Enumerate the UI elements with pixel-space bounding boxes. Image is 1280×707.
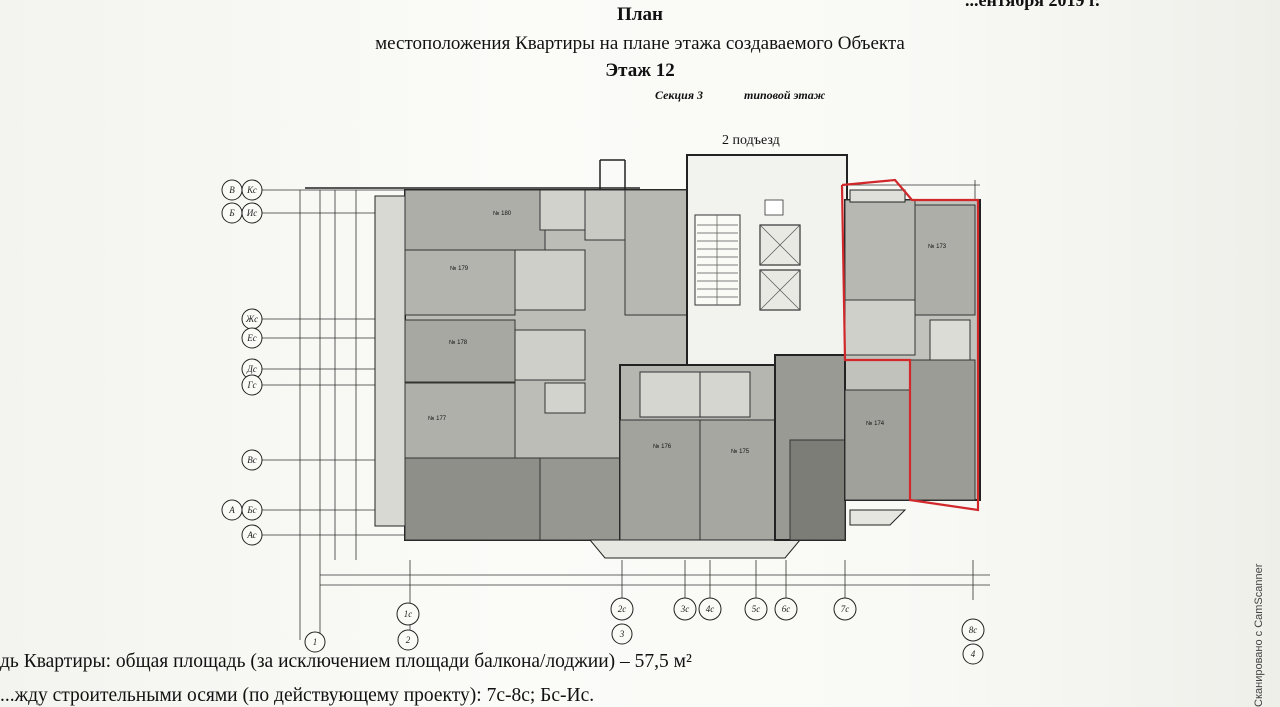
scanner-watermark: Сканировано с CamScanner (1253, 563, 1265, 707)
axis-grid (242, 180, 990, 640)
axis-label: 4с (706, 604, 715, 614)
axis-label: 3 (619, 629, 625, 639)
document-title: План (617, 4, 663, 25)
axis-label: 7с (841, 604, 850, 614)
apartment-number: № 178 (449, 339, 468, 346)
axis-label: Кс (246, 185, 257, 195)
apartment-number: № 173 (928, 243, 947, 250)
axis-label: 4 (971, 649, 976, 659)
axis-label: 1с (404, 609, 413, 619)
apartment-number: № 174 (866, 420, 885, 427)
axis-label: Б (228, 208, 235, 218)
axis-label: Ас (246, 530, 256, 540)
apartment-labels: № 180 № 179 № 178 № 177 № 176 № 175 № 17… (428, 210, 947, 455)
left-axis-markers: В Б А Кс Ис Жс Ес Дс Гс Вс Бс Ас (221, 179, 263, 546)
outer-walls (305, 159, 640, 190)
floor-type-label: типовой этаж (744, 88, 826, 102)
apartment-axes-text: ...жду строительными осями (по действующ… (0, 685, 595, 706)
axis-label: 2 (406, 635, 411, 645)
axis-label: 8с (969, 625, 978, 635)
axis-label: 2с (618, 604, 627, 614)
bottom-axis-markers: 1с 2с 3с 4с 5с 6с 7с 8с 1 2 3 4 (304, 597, 985, 665)
building-center (588, 364, 802, 559)
apartment-number: № 176 (653, 443, 672, 450)
axis-label: 1 (313, 637, 318, 647)
apartment-number: № 180 (493, 210, 512, 217)
axis-label: Дс (246, 364, 257, 374)
section-label: Секция 3 (655, 88, 704, 102)
axis-label: Ес (246, 333, 257, 343)
axis-label: 3с (680, 604, 690, 614)
stair-core (686, 154, 848, 366)
axis-label: Вс (247, 455, 257, 465)
axis-label: 6с (782, 604, 791, 614)
selected-apartment-outline (840, 178, 980, 512)
axis-label: Гс (246, 380, 256, 390)
header-fragment: ...ентября 2019 г. (965, 0, 1100, 10)
axis-label: В (229, 185, 235, 195)
document-subtitle: местоположения Квартиры на плане этажа с… (375, 33, 905, 54)
axis-label: Ис (246, 208, 258, 218)
apartment-number: № 175 (731, 448, 750, 455)
axis-label: Бс (246, 505, 256, 515)
apartment-number: № 177 (428, 415, 447, 422)
entrance-label: 2 подъезд (722, 133, 780, 148)
apartment-number: № 179 (450, 265, 469, 272)
axis-label: А (228, 505, 235, 515)
floor-number: Этаж 12 (605, 60, 675, 81)
axis-label: 5с (752, 604, 761, 614)
apartment-area-text: дь Квартиры: общая площадь (за исключени… (0, 651, 692, 672)
axis-label: Жс (245, 314, 258, 324)
